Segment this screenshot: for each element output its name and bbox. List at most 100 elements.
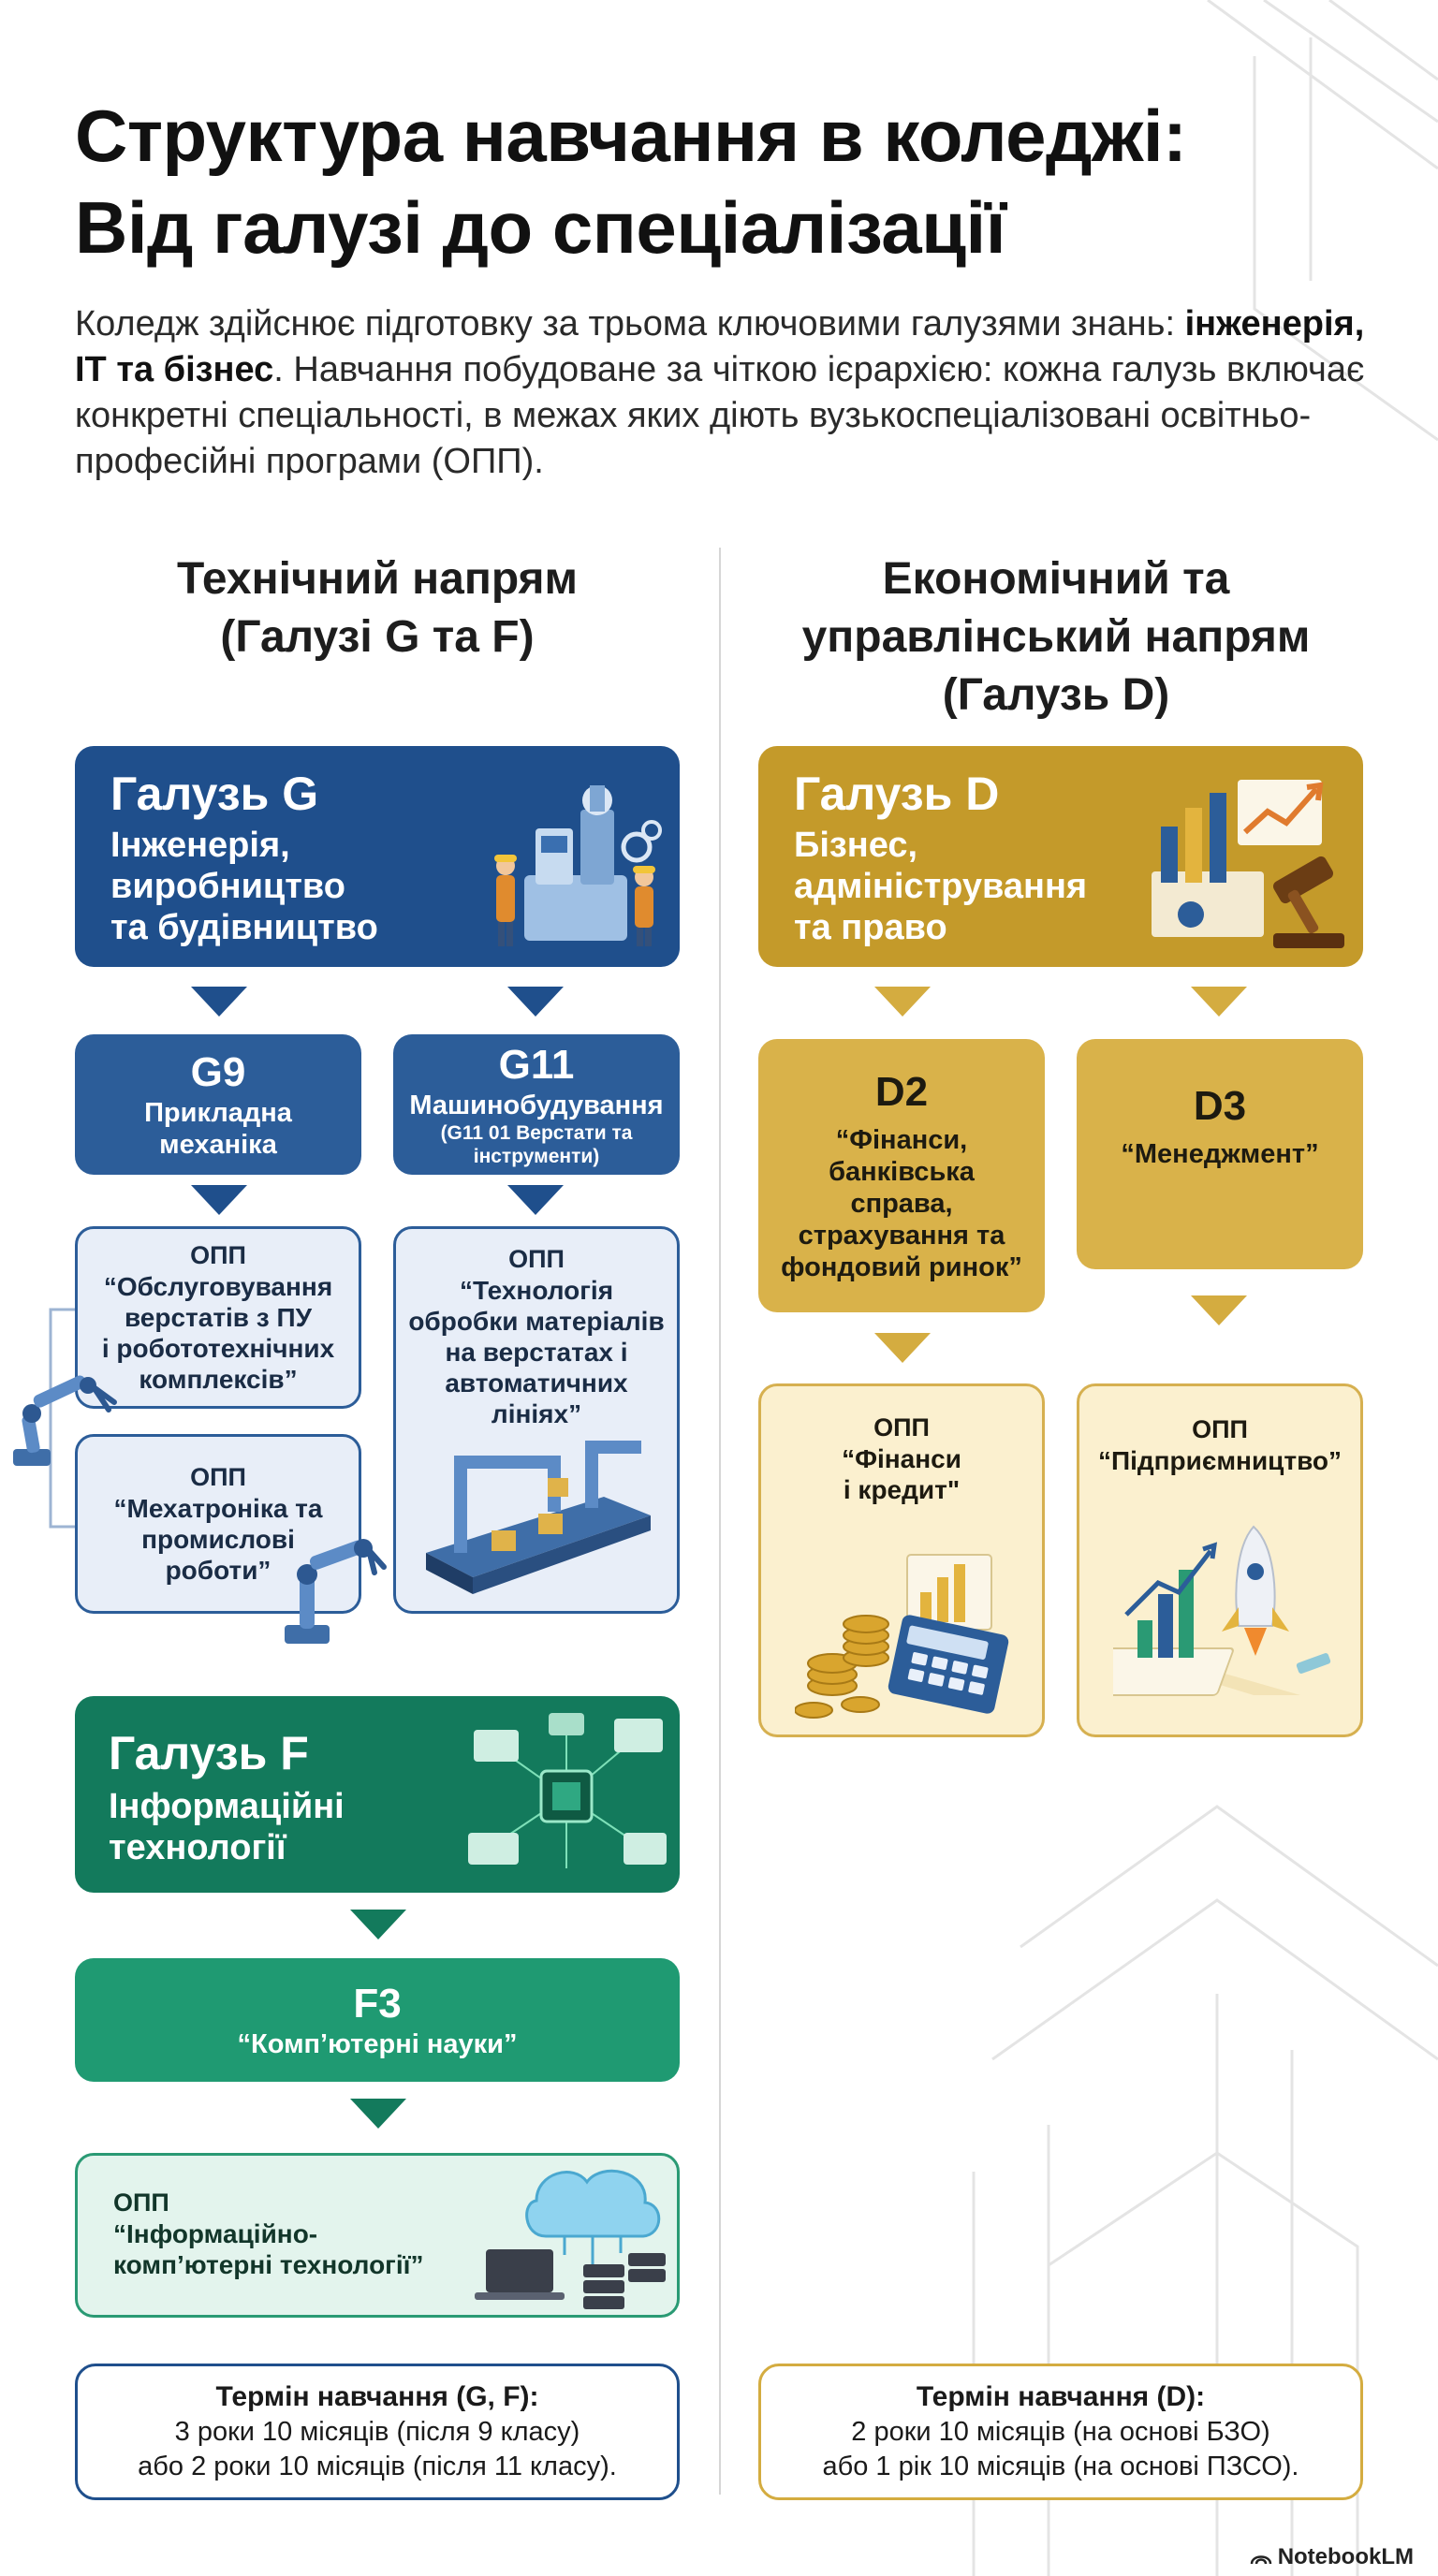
brand-watermark: NotebookLM — [1250, 2544, 1414, 2570]
specialty-f3-card: F3 “Комп’ютерні науки” — [75, 1958, 680, 2082]
opp-name-line: обробки матеріалів — [408, 1307, 665, 1336]
arrow-down-icon — [874, 1333, 931, 1363]
opp-name-line: роботи” — [165, 1556, 271, 1585]
subtitle-line: Інформаційні — [109, 1787, 345, 1826]
opp-cnc-robotics-card: ОПП “Обслуговування верстатів з ПУ і роб… — [75, 1226, 361, 1409]
robot-arm-icon — [13, 1375, 117, 1466]
opp-name: “Підприємництво” — [1097, 1446, 1343, 1475]
arrow-down-icon — [1191, 1295, 1247, 1325]
specialty-code: D3 — [1193, 1083, 1247, 1129]
opp-label: ОПП — [190, 1241, 246, 1269]
arrow-down-icon — [507, 987, 564, 1017]
specialty-note-line: (G11 01 Верстати та — [440, 1122, 633, 1144]
page-title-line-2: Від галузі до спеціалізації — [75, 186, 1006, 269]
specialty-g11-card: G11 Машинобудування (G11 01 Верстати та … — [393, 1034, 680, 1175]
arrow-down-icon — [874, 987, 931, 1017]
specialty-name: Машинобудування — [409, 1090, 664, 1120]
specialty-name-line: страхування та — [798, 1221, 1005, 1251]
branch-f-subtitle: Інформаційні технології — [109, 1786, 345, 1868]
opp-name-line: “Обслуговування — [103, 1272, 333, 1301]
arrow-down-icon — [507, 1185, 564, 1215]
column-divider — [719, 548, 721, 2495]
branch-d-title: Галузь D — [794, 768, 1000, 820]
subtitle-line: Бізнес, — [794, 826, 918, 865]
study-term-line: 3 роки 10 місяців (після 9 класу) — [174, 2417, 580, 2447]
factory-workers-icon — [494, 785, 662, 946]
brand-name: NotebookLM — [1277, 2544, 1414, 2569]
connector-bracket — [49, 1308, 77, 1529]
study-term-line: 2 роки 10 місяців (на основі БЗО) — [851, 2417, 1270, 2447]
cloud-computing-icon — [475, 2169, 666, 2309]
subtitle-line: Інженерія, — [110, 826, 290, 865]
branch-g-subtitle: Інженерія, виробництво та будівництво — [110, 825, 378, 948]
network-chip-icon — [468, 1713, 667, 1868]
opp-entrepreneurship-card: ОПП “Підприємництво” — [1077, 1383, 1363, 1737]
opp-label: ОПП — [508, 1245, 565, 1273]
technical-direction-heading: Технічний напрям (Галузі G та F) — [75, 550, 680, 666]
specialty-code: D2 — [874, 1069, 929, 1115]
arrow-down-icon — [191, 1185, 247, 1215]
heading-line: (Галузь D) — [942, 670, 1170, 720]
opp-name-line: “Інформаційно- — [113, 2219, 318, 2248]
specialty-d2-card: D2 “Фінанси, банківська справа, страхува… — [758, 1039, 1045, 1312]
arrow-down-icon — [1191, 987, 1247, 1017]
heading-line: управлінський напрям — [801, 612, 1311, 662]
heading-line: (Галузі G та F) — [220, 612, 535, 662]
branch-d-card: Галузь D Бізнес, адміністрування та прав… — [758, 746, 1363, 967]
opp-materials-processing-card: ОПП “Технологія обробки матеріалів на ве… — [393, 1226, 680, 1614]
opp-name-line: верстатів з ПУ — [124, 1303, 313, 1332]
arrow-down-icon — [191, 987, 247, 1017]
study-term-d-box: Термін навчання (D): 2 роки 10 місяців (… — [758, 2364, 1363, 2500]
page-title-line-1: Структура навчання в коледжі: — [75, 95, 1187, 177]
specialty-name: “Комп’ютерні науки” — [237, 2029, 518, 2059]
opp-name-line: комплексів” — [139, 1365, 298, 1394]
intro-text-bold: інженерія, IT та бізнес — [75, 304, 1365, 389]
opp-name-line: “Мехатроніка та — [113, 1494, 323, 1523]
opp-finance-credit-card: ОПП “Фінанси і кредит" — [758, 1383, 1045, 1737]
intro-text-start: Коледж здійснює підготовку за трьома клю… — [75, 304, 1185, 344]
heading-line: Технічний напрям — [176, 554, 579, 604]
opp-name-line: промислові — [141, 1525, 295, 1554]
branch-f-title: Галузь F — [109, 1727, 309, 1779]
specialty-name-line: фондовий ринок” — [781, 1252, 1022, 1282]
study-term-line: або 1 рік 10 місяців (на основі ПЗСО). — [822, 2452, 1299, 2481]
opp-name-line: комп’ютерні технології” — [113, 2250, 424, 2279]
opp-it-card: ОПП “Інформаційно- комп’ютерні технологі… — [75, 2153, 680, 2318]
opp-name-line: “Фінанси — [842, 1444, 961, 1473]
specialty-name-line: справа, — [850, 1189, 953, 1219]
economic-direction-heading: Економічний та управлінський напрям (Гал… — [749, 550, 1363, 724]
study-term-gf-box: Термін навчання (G, F): 3 роки 10 місяці… — [75, 2364, 680, 2500]
arrow-down-icon — [350, 2099, 406, 2129]
subtitle-line: технології — [109, 1828, 286, 1867]
rocket-growth-icon — [1113, 1525, 1331, 1696]
opp-name-line: “Технологія — [459, 1276, 614, 1305]
subtitle-line: та право — [794, 908, 947, 947]
subtitle-line: виробництво — [110, 867, 345, 906]
study-term-title: Термін навчання (D): — [916, 2381, 1206, 2412]
intro-text-end: . Навчання побудоване за чіткою ієрархіє… — [75, 350, 1365, 481]
specialty-name-line: банківська — [829, 1157, 975, 1187]
specialty-name-line: Прикладна — [144, 1098, 292, 1128]
specialty-note-line: інструменти) — [473, 1146, 600, 1167]
specialty-code: F3 — [353, 1981, 402, 2027]
specialty-g9-card: G9 Прикладна механіка — [75, 1034, 361, 1175]
opp-name-line: лініях” — [491, 1399, 582, 1428]
conveyor-belt-icon — [426, 1441, 651, 1594]
specialty-name-line: “Фінанси, — [835, 1125, 968, 1155]
study-term-line: або 2 роки 10 місяців (після 11 класу). — [138, 2452, 617, 2481]
branch-g-card: Галузь G Інженерія, виробництво та будів… — [75, 746, 680, 967]
specialty-code: G11 — [498, 1042, 575, 1088]
subtitle-line: адміністрування — [794, 867, 1088, 906]
specialty-d3-card: D3 “Менеджмент” — [1077, 1039, 1363, 1269]
specialty-code: G9 — [190, 1049, 246, 1095]
specialty-name: “Менеджмент” — [1121, 1139, 1319, 1169]
opp-name-line: на верстатах і — [445, 1338, 628, 1367]
intro-paragraph: Коледж здійснює підготовку за трьома клю… — [75, 301, 1367, 485]
heading-line: Економічний та — [882, 554, 1230, 604]
coins-calculator-icon — [795, 1554, 1009, 1719]
opp-label: ОПП — [113, 2188, 169, 2217]
branch-f-card: Галузь F Інформаційні технології — [75, 1696, 680, 1893]
opp-label: ОПП — [873, 1413, 930, 1442]
study-term-title: Термін навчання (G, F): — [215, 2381, 539, 2412]
branch-g-title: Галузь G — [110, 768, 319, 820]
